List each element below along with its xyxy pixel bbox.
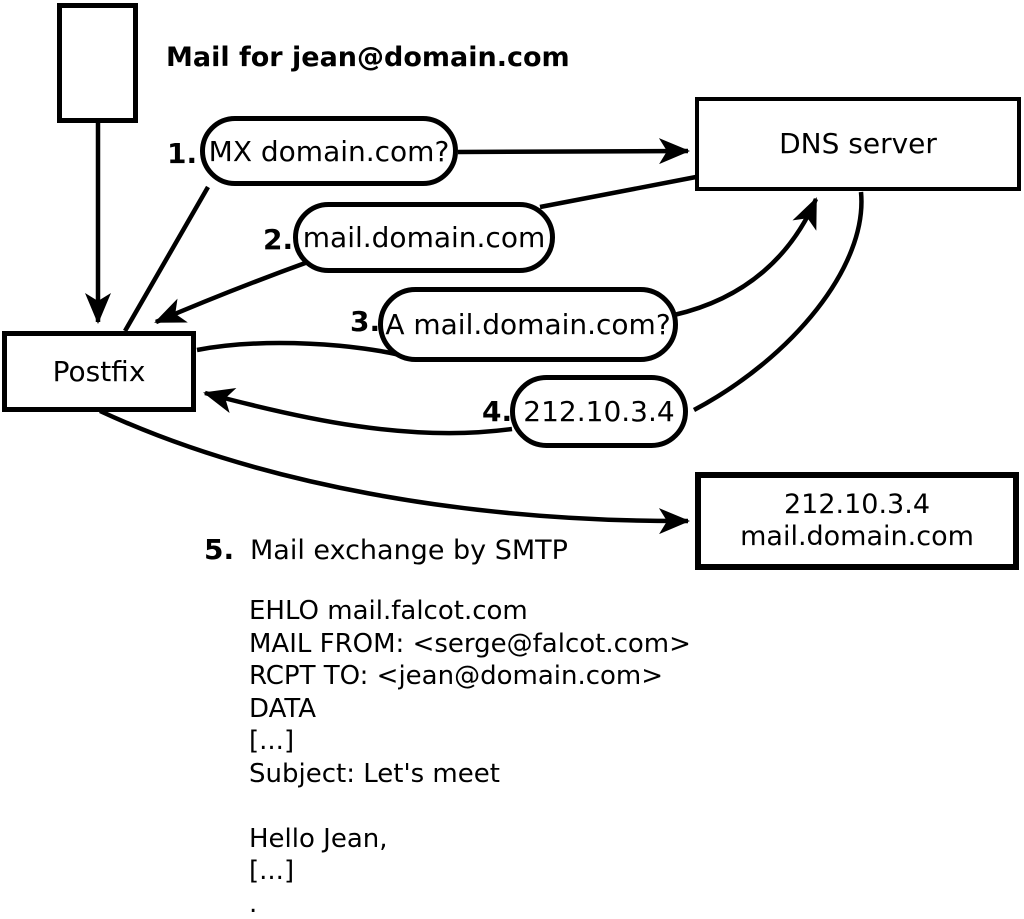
mail-for-label: Mail for jean@domain.com bbox=[166, 42, 570, 73]
arrow-maildomain-pill-to-postfix bbox=[154, 259, 309, 325]
step1-mx-query-pill: MX domain.com? bbox=[200, 116, 458, 186]
mail-envelope bbox=[57, 3, 138, 123]
smtp-session-text: EHLO mail.falcot.com MAIL FROM: <serge@f… bbox=[249, 596, 691, 919]
dns-server-label: DNS server bbox=[779, 127, 937, 161]
arrow-ip-pill-to-postfix bbox=[203, 387, 513, 436]
step1-number: 1. bbox=[167, 137, 198, 170]
step2-number: 2. bbox=[263, 223, 294, 256]
mail-server-hostname: mail.domain.com bbox=[740, 521, 974, 552]
line-postfix-to-mx-pill bbox=[123, 185, 210, 333]
step4-answer-text: 212.10.3.4 bbox=[523, 395, 675, 428]
mail-server-node: 212.10.3.4 mail.domain.com bbox=[695, 472, 1019, 570]
step5-number: 5. bbox=[204, 533, 235, 566]
postfix-label: Postfix bbox=[52, 354, 146, 388]
postfix-node: Postfix bbox=[2, 331, 196, 412]
mail-server-ip: 212.10.3.4 bbox=[784, 488, 930, 520]
arrow-a-query-pill-to-dns bbox=[673, 197, 819, 318]
step1-query-text: MX domain.com? bbox=[208, 134, 450, 168]
step4-a-answer-pill: 212.10.3.4 bbox=[510, 375, 688, 448]
dns-server-node: DNS server bbox=[695, 97, 1021, 191]
line-postfix-to-a-query-pill bbox=[196, 340, 409, 360]
line-dns-to-ip-pill bbox=[692, 191, 864, 412]
step2-answer-text: mail.domain.com bbox=[302, 221, 546, 254]
arrow-postfix-to-mailserver-smtp bbox=[99, 408, 690, 535]
step2-mx-answer-pill: mail.domain.com bbox=[293, 202, 555, 273]
line-dns-to-maildomain-pill bbox=[539, 174, 697, 210]
step3-a-query-pill: A mail.domain.com? bbox=[378, 287, 678, 362]
step3-number: 3. bbox=[350, 305, 381, 338]
step5-smtp-label: Mail exchange by SMTP bbox=[250, 535, 568, 566]
step3-query-text: A mail.domain.com? bbox=[385, 308, 671, 341]
step4-number: 4. bbox=[482, 395, 513, 428]
arrow-mx-pill-to-dns bbox=[457, 138, 690, 165]
